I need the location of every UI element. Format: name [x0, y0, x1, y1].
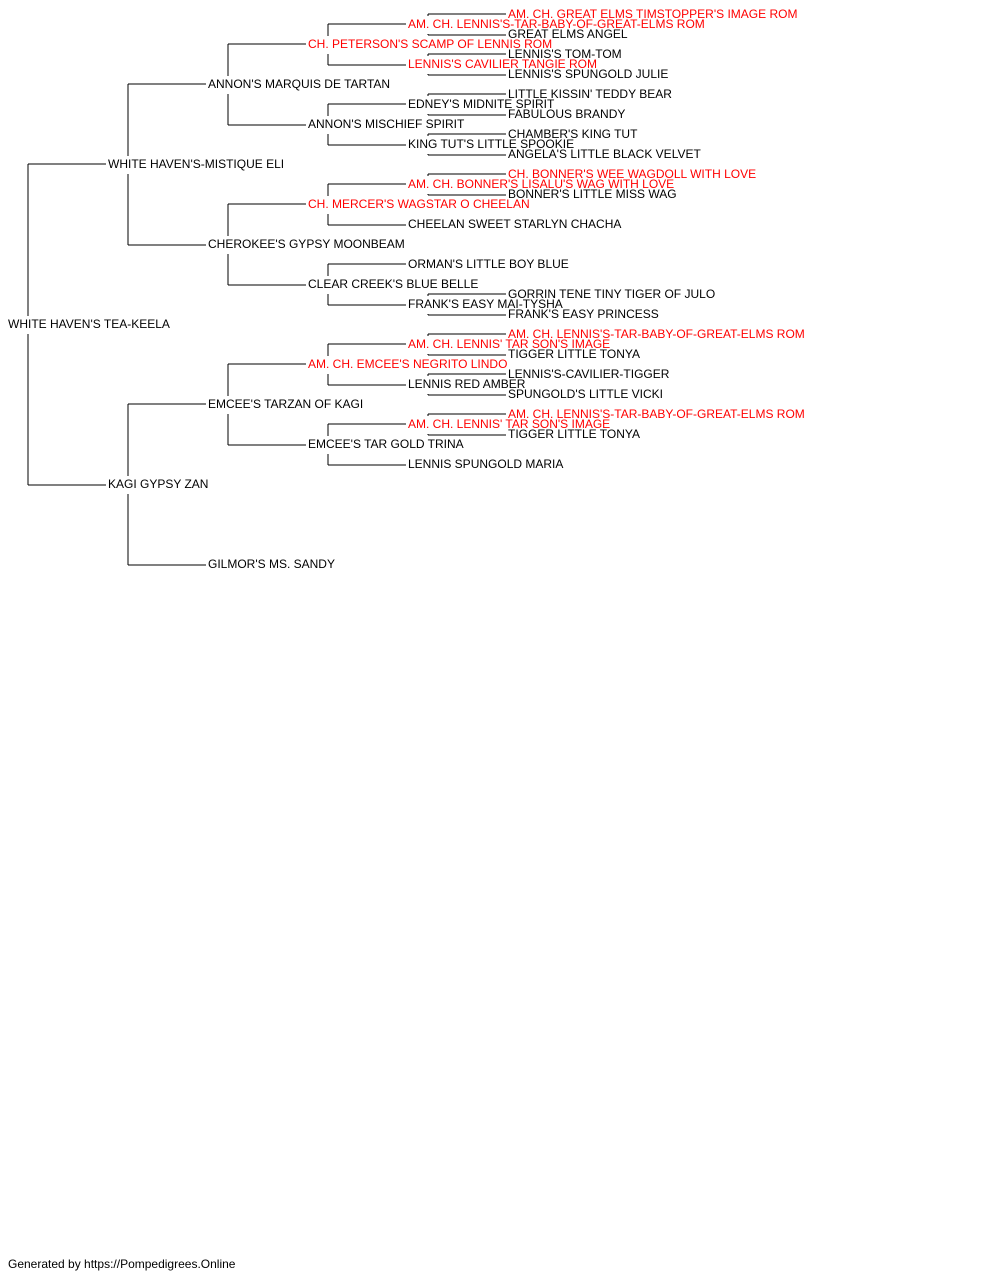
- pedigree-node-emcee-s-tarzan-of-kagi: EMCEE'S TARZAN OF KAGI: [208, 397, 363, 411]
- pedigree-node-gorrin-tene-tiny-tiger-of-julo: GORRIN TENE TINY TIGER OF JULO: [508, 287, 715, 301]
- pedigree-node-cheelan-sweet-starlyn-chacha: CHEELAN SWEET STARLYN CHACHA: [408, 217, 621, 231]
- pedigree-node-lennis-s-cavilier-tigger: LENNIS'S-CAVILIER-TIGGER: [508, 367, 670, 381]
- pedigree-node-angela-s-little-black-velvet: ANGELA'S LITTLE BLACK VELVET: [508, 147, 701, 161]
- pedigree-node-cherokee-s-gypsy-moonbeam: CHEROKEE'S GYPSY MOONBEAM: [208, 237, 405, 251]
- pedigree-node-little-kissin-teddy-bear: LITTLE KISSIN' TEDDY BEAR: [508, 87, 672, 101]
- pedigree-node-am-ch-lennis-tar-son-s-image: AM. CH. LENNIS' TAR SON'S IMAGE: [408, 337, 610, 351]
- pedigree-node-lennis-s-spungold-julie: LENNIS'S SPUNGOLD JULIE: [508, 67, 668, 81]
- pedigree-node-lennis-spungold-maria: LENNIS SPUNGOLD MARIA: [408, 457, 563, 471]
- pedigree-node-ch-bonner-s-wee-wagdoll-with-love: CH. BONNER'S WEE WAGDOLL WITH LOVE: [508, 167, 756, 181]
- pedigree-node-ch-peterson-s-scamp-of-lennis-rom: CH. PETERSON'S SCAMP OF LENNIS ROM: [308, 37, 552, 51]
- pedigree-node-gilmor-s-ms-sandy: GILMOR'S MS. SANDY: [208, 557, 335, 571]
- pedigree-node-fabulous-brandy: FABULOUS BRANDY: [508, 107, 625, 121]
- pedigree-node-lennis-s-tom-tom: LENNIS'S TOM-TOM: [508, 47, 622, 61]
- pedigree-node-frank-s-easy-mai-tysha: FRANK'S EASY MAI-TYSHA: [408, 297, 563, 311]
- pedigree-node-am-ch-lennis-tar-son-s-image: AM. CH. LENNIS' TAR SON'S IMAGE: [408, 417, 610, 431]
- pedigree-node-king-tut-s-little-spookie: KING TUT'S LITTLE SPOOKIE: [408, 137, 574, 151]
- pedigree-node-spungold-s-little-vicki: SPUNGOLD'S LITTLE VICKI: [508, 387, 663, 401]
- pedigree-node-kagi-gypsy-zan: KAGI GYPSY ZAN: [108, 477, 208, 491]
- pedigree-node-white-haven-s-tea-keela: WHITE HAVEN'S TEA-KEELA: [8, 317, 170, 331]
- pedigree-node-annon-s-marquis-de-tartan: ANNON'S MARQUIS DE TARTAN: [208, 77, 390, 91]
- pedigree-node-ch-mercer-s-wagstar-o-cheelan: CH. MERCER'S WAGSTAR O CHEELAN: [308, 197, 530, 211]
- pedigree-node-am-ch-emcee-s-negrito-lindo: AM. CH. EMCEE'S NEGRITO LINDO: [308, 357, 507, 371]
- pedigree-node-am-ch-great-elms-timstopper-s-image-rom: AM. CH. GREAT ELMS TIMSTOPPER'S IMAGE RO…: [508, 7, 797, 21]
- pedigree-node-tigger-little-tonya: TIGGER LITTLE TONYA: [508, 427, 640, 441]
- pedigree-node-great-elms-angel: GREAT ELMS ANGEL: [508, 27, 628, 41]
- pedigree-node-clear-creek-s-blue-belle: CLEAR CREEK'S BLUE BELLE: [308, 277, 478, 291]
- pedigree-node-chamber-s-king-tut: CHAMBER'S KING TUT: [508, 127, 638, 141]
- pedigree-node-orman-s-little-boy-blue: ORMAN'S LITTLE BOY BLUE: [408, 257, 569, 271]
- pedigree-node-lennis-red-amber: LENNIS RED AMBER: [408, 377, 526, 391]
- pedigree-node-edney-s-midnite-spirit: EDNEY'S MIDNITE SPIRIT: [408, 97, 555, 111]
- pedigree-node-am-ch-bonner-s-lisalu-s-wag-with-love: AM. CH. BONNER'S LISALU'S WAG WITH LOVE: [408, 177, 674, 191]
- pedigree-node-white-haven-s-mistique-eli: WHITE HAVEN'S-MISTIQUE ELI: [108, 157, 284, 171]
- pedigree-node-am-ch-lennis-s-tar-baby-of-great-elms-rom: AM. CH. LENNIS'S-TAR-BABY-OF-GREAT-ELMS …: [408, 17, 705, 31]
- pedigree-node-bonner-s-little-miss-wag: BONNER'S LITTLE MISS WAG: [508, 187, 677, 201]
- pedigree-node-tigger-little-tonya: TIGGER LITTLE TONYA: [508, 347, 640, 361]
- pedigree-node-frank-s-easy-princess: FRANK'S EASY PRINCESS: [508, 307, 659, 321]
- pedigree-node-annon-s-mischief-spirit: ANNON'S MISCHIEF SPIRIT: [308, 117, 465, 131]
- generator-credit: Generated by https://Pompedigrees.Online: [8, 1257, 236, 1271]
- pedigree-node-emcee-s-tar-gold-trina: EMCEE'S TAR GOLD TRINA: [308, 437, 464, 451]
- pedigree-node-am-ch-lennis-s-tar-baby-of-great-elms-rom: AM. CH. LENNIS'S-TAR-BABY-OF-GREAT-ELMS …: [508, 327, 805, 341]
- pedigree-node-lennis-s-cavilier-tangie-rom: LENNIS'S CAVILIER TANGIE ROM: [408, 57, 597, 71]
- pedigree-node-am-ch-lennis-s-tar-baby-of-great-elms-rom: AM. CH. LENNIS'S-TAR-BABY-OF-GREAT-ELMS …: [508, 407, 805, 421]
